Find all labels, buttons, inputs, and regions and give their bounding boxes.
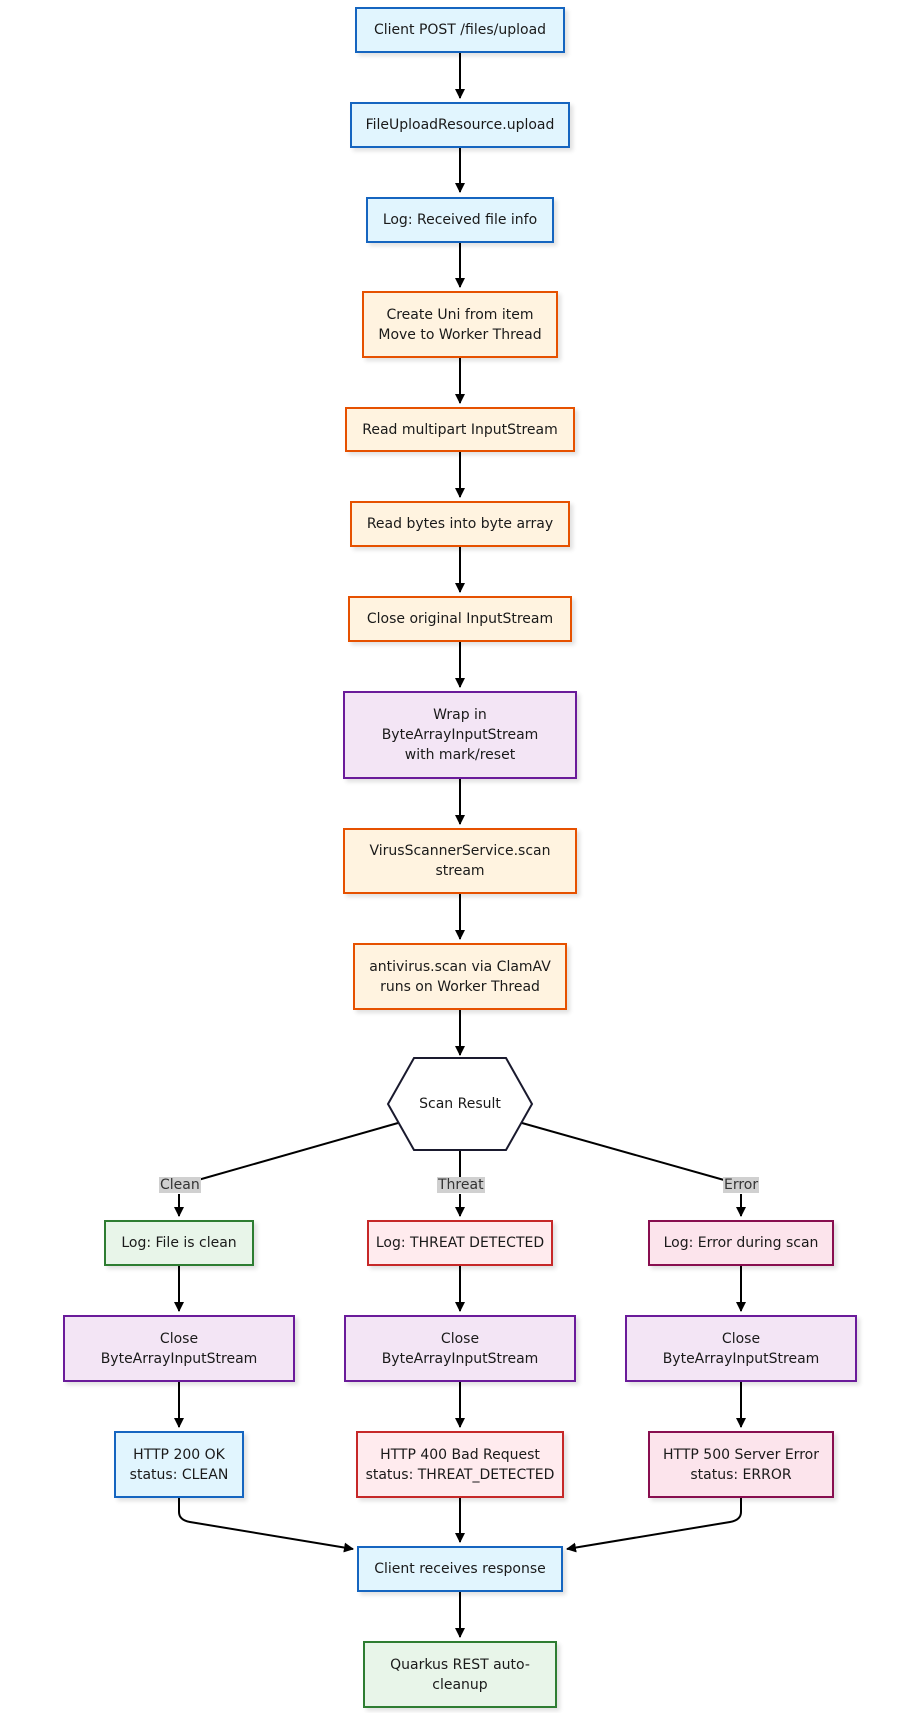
read-multipart-label: Read multipart InputStream xyxy=(362,421,558,438)
close-error-label: Close ByteArrayInputStream xyxy=(662,1330,820,1367)
read-bytes-node: Read bytes into byte array xyxy=(350,501,570,547)
log-received-label: Log: Received file info xyxy=(382,212,538,228)
client-receives-node: Client receives response xyxy=(357,1546,563,1592)
http-200-label: HTTP 200 OK status: CLEAN xyxy=(129,1446,229,1483)
log-received-node: Log: Received file info xyxy=(366,197,554,243)
read-bytes-label: Read bytes into byte array xyxy=(366,516,554,532)
close-clean-label: Close ByteArrayInputStream xyxy=(100,1330,258,1367)
client-post-label: Client POST /files/upload xyxy=(373,22,547,38)
upload-resource-label: FileUploadResource.upload xyxy=(365,117,555,133)
scanner-service-node: VirusScannerService.scan stream xyxy=(343,828,577,894)
wrap-bais-label: Wrap in ByteArrayInputStream with mark/r… xyxy=(381,707,539,763)
http-200-node: HTTP 200 OK status: CLEAN xyxy=(114,1431,244,1498)
http-400-node: HTTP 400 Bad Request status: THREAT_DETE… xyxy=(356,1431,564,1498)
antivirus-scan-label: antivirus.scan via ClamAV runs on Worker… xyxy=(369,958,551,995)
client-post-node: Client POST /files/upload xyxy=(355,7,565,53)
antivirus-scan-node: antivirus.scan via ClamAV runs on Worker… xyxy=(353,943,567,1010)
quarkus-cleanup-label: Quarkus REST auto- cleanup xyxy=(390,1656,530,1693)
quarkus-cleanup-node: Quarkus REST auto- cleanup xyxy=(363,1641,557,1708)
log-clean-node: Log: File is clean xyxy=(104,1220,254,1266)
close-original-node: Close original InputStream xyxy=(348,596,572,642)
close-threat-label: Close ByteArrayInputStream xyxy=(381,1330,539,1367)
read-multipart-node: Read multipart InputStream xyxy=(345,407,575,452)
client-receives-label: Client receives response xyxy=(374,1561,546,1577)
http-500-node: HTTP 500 Server Error status: ERROR xyxy=(648,1431,834,1498)
http-500-label: HTTP 500 Server Error status: ERROR xyxy=(663,1446,819,1483)
edge-label-error: Error xyxy=(723,1177,760,1193)
upload-resource-node: FileUploadResource.upload xyxy=(350,102,570,148)
edge-label-threat: Threat xyxy=(437,1177,485,1193)
edge-label-clean: Clean xyxy=(159,1177,201,1193)
create-uni-node: Create Uni from item Move to Worker Thre… xyxy=(362,291,558,358)
log-threat-label: Log: THREAT DETECTED xyxy=(375,1235,545,1251)
log-clean-label: Log: File is clean xyxy=(121,1235,237,1251)
edge-scan-result-to-clean-label xyxy=(197,1122,399,1181)
close-original-label: Close original InputStream xyxy=(366,611,554,627)
log-error-node: Log: Error during scan xyxy=(648,1220,834,1266)
wrap-bais-node: Wrap in ByteArrayInputStream with mark/r… xyxy=(343,691,577,779)
scan-result-decision-shape xyxy=(386,1057,534,1151)
close-threat-node: Close ByteArrayInputStream xyxy=(344,1315,576,1382)
close-clean-node: Close ByteArrayInputStream xyxy=(63,1315,295,1382)
scanner-service-label: VirusScannerService.scan stream xyxy=(369,843,551,879)
edge-scan-result-to-error-label xyxy=(521,1122,725,1181)
scan-result-label: Scan Result xyxy=(419,1096,501,1112)
create-uni-label: Create Uni from item Move to Worker Thre… xyxy=(378,306,542,343)
edge-http-500-to-client-receives xyxy=(566,1498,742,1553)
log-threat-node: Log: THREAT DETECTED xyxy=(367,1220,553,1266)
http-400-label: HTTP 400 Bad Request status: THREAT_DETE… xyxy=(365,1446,555,1483)
close-error-node: Close ByteArrayInputStream xyxy=(625,1315,857,1382)
log-error-label: Log: Error during scan xyxy=(663,1235,819,1251)
edge-http-200-to-client-receives xyxy=(178,1498,354,1553)
